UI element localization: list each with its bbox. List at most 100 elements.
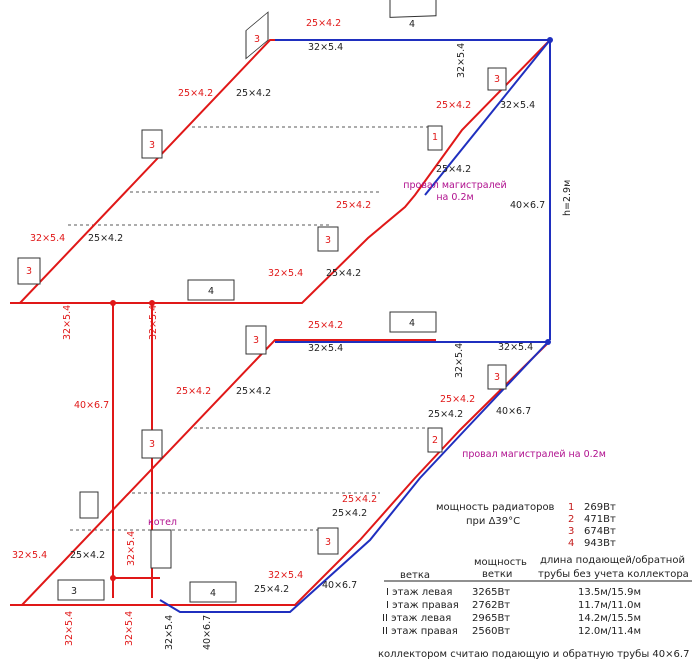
pipe-label: 40×6.7 [322,580,357,591]
table-header-branch: ветка [400,570,430,581]
branch-table: ветка мощность ветки длина подающей/обра… [378,555,692,660]
legend-value: 674Вт [584,526,616,537]
pipe-label: 40×6.7 [496,406,531,417]
table-cell: 2560Вт [472,626,510,637]
junction-lower [545,339,551,345]
pipe-label: 25×4.2 [306,18,341,29]
table-cell: I этаж правая [386,600,459,611]
radiator-number: 4 [409,318,415,329]
radiator: 3 [141,129,163,159]
return-lower-right [159,341,549,613]
radiator: 3 [17,257,41,285]
table-cell: 12.0м/11.4м [578,626,641,637]
legend-title: мощность радиаторов [436,502,555,513]
table-cell: II этаж левая [382,613,451,624]
table-cell: I этаж левая [386,587,452,598]
drop-note: провал магистралей [403,180,506,191]
radiator-number: 3 [71,586,77,597]
radiator-number: 3 [325,537,331,548]
radiator: 3 [245,325,267,355]
radiator: 3 [487,67,507,91]
supply-main-lower-right [10,342,549,606]
radiator: 3 [245,11,269,60]
legend-subtitle: при Δ39°C [466,516,520,527]
table-header-power: мощность [474,557,527,568]
supply-main-lower-left [10,339,436,606]
pipe-label: 32×5.4 [308,42,343,53]
pipe-label: 32×5.4 [124,611,135,646]
drop-note: провал магистралей на 0.2м [462,449,606,460]
radiator-number: 4 [409,19,415,30]
radiator: 4 [189,581,237,603]
junction-supply [110,300,116,306]
radiator: 1 [427,125,443,151]
radiator: 3 [141,429,163,459]
boiler: котел [148,517,177,569]
radiator-number: 3 [325,235,331,246]
height-label: h=2.9м [562,180,573,216]
pipe-label: 32×5.4 [62,305,73,340]
pipe-label: 32×5.4 [454,343,465,378]
pipe-label: 25×4.2 [70,550,105,561]
legend-num: 2 [568,514,574,525]
table-cell: 14.2м/15.5м [578,613,641,624]
table-cell: 11.7м/11.0м [578,600,641,611]
radiator-number: 4 [208,286,214,297]
table-cell: 3265Вт [472,587,510,598]
radiator-number: 3 [254,34,260,45]
lower-floor: котел 4 3 3 2 3 3 [10,311,606,650]
pipe-label: 25×4.2 [178,88,213,99]
return-right [424,39,551,196]
radiator-number: 1 [432,132,438,143]
boiler-label: котел [148,517,177,528]
pipe-label: 32×5.4 [64,611,75,646]
pipe-label: 25×4.2 [342,494,377,505]
junction-lower-supply [110,575,116,581]
supply-main-upper-right [10,39,551,304]
table-footnote: коллектором считаю подающую и обратную т… [378,649,689,660]
pipe-label: 40×6.7 [510,200,545,211]
pipe-label: 25×4.2 [440,394,475,405]
table-cell: 2762Вт [472,600,510,611]
pipe-label: 32×5.4 [268,268,303,279]
pipe-label: 25×4.2 [436,164,471,175]
radiator-number: 3 [26,266,32,277]
pipe-label: 40×6.7 [74,400,109,411]
pipe-label: 32×5.4 [500,100,535,111]
radiator [79,491,99,519]
pipe-label: 25×4.2 [326,268,361,279]
pipe-label: 25×4.2 [236,88,271,99]
table-header-length: длина подающей/обратной [540,555,685,566]
legend-num: 1 [568,502,574,513]
junction-supply-2 [149,300,155,306]
pipe-label: 25×4.2 [436,100,471,111]
table-cell: 13.5м/15.9м [578,587,641,598]
pipe-label: 25×4.2 [428,409,463,420]
radiator: 4 [187,279,235,301]
pipe-label: 32×5.4 [164,615,175,650]
supply-main-upper-left [10,39,436,304]
table-cell: 2965Вт [472,613,510,624]
pipe-label: 32×5.4 [148,305,159,340]
legend-value: 943Вт [584,538,616,549]
radiator: 4 [389,311,437,333]
radiator: 4 [389,0,437,30]
legend-num: 3 [568,526,574,537]
upper-floor: 4 3 3 1 3 3 3 4 25×4.2 [10,0,573,598]
radiator: 3 [57,579,105,601]
pipe-label: 25×4.2 [332,508,367,519]
legend-value: 471Вт [584,514,616,525]
radiator-number: 3 [253,335,259,346]
drop-note: на 0.2м [436,192,473,203]
radiator: 3 [317,527,339,555]
pipe-label: 32×5.4 [12,550,47,561]
radiator-number: 3 [149,140,155,151]
radiator: 2 [427,427,443,453]
table-cell: II этаж правая [382,626,458,637]
pipe-label: 40×6.7 [202,615,213,650]
pipe-label: 32×5.4 [268,570,303,581]
radiator-number: 4 [210,588,216,599]
pipe-label: 25×4.2 [236,386,271,397]
table-header-power-2: ветки [482,569,512,580]
